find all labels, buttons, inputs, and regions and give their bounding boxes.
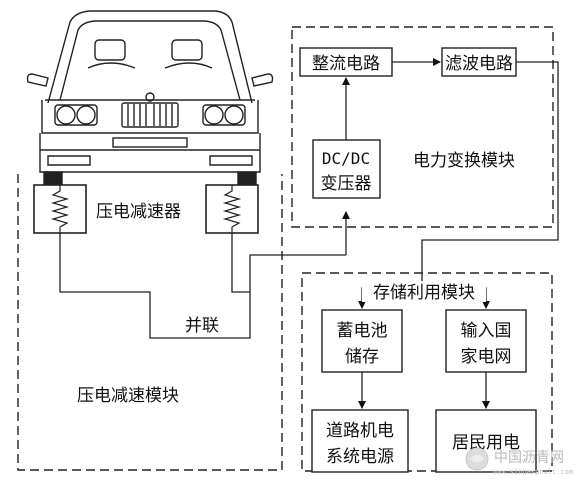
watermark: 中国沥青网 www.sinoasphalt.com xyxy=(465,447,573,476)
dcdc-label-line2: 变压器 xyxy=(321,174,372,194)
power-module-boundary xyxy=(291,26,554,228)
watermark-url: www.sinoasphalt.com xyxy=(493,468,573,476)
parallel-wire xyxy=(59,233,251,339)
piezo-module-boundary xyxy=(17,174,283,471)
piezo-damper-label: 压电减速器 xyxy=(96,202,181,222)
road-power-label-line1: 道路机电 xyxy=(326,421,394,441)
battery-label-line1: 蓄电池 xyxy=(337,321,388,341)
battery-box xyxy=(321,309,403,373)
grid-label-line2: 家电网 xyxy=(461,347,512,367)
watermark-name: 中国沥青网 xyxy=(494,450,564,466)
dcdc-label-line1: DC/DC xyxy=(322,149,370,168)
car-front-illustration xyxy=(26,10,274,185)
parallel-label: 并联 xyxy=(185,316,219,336)
dcdc-box xyxy=(312,139,381,199)
damper-to-dcdc-wire xyxy=(249,254,346,292)
module-boundaries xyxy=(17,26,554,472)
piezo-damper-left xyxy=(33,184,87,234)
filter-to-storage-wire xyxy=(421,61,559,288)
block-boxes xyxy=(299,47,537,473)
grid-box xyxy=(445,309,527,373)
road-power-box xyxy=(311,409,409,473)
storage-header-box xyxy=(362,281,486,302)
storage-module-title: 存储利用模块 xyxy=(373,283,475,303)
rectifier-label: 整流电路 xyxy=(312,54,380,74)
filter-box xyxy=(441,47,517,77)
piezo-module-title: 压电减速模块 xyxy=(77,386,179,406)
piezo-damper-right xyxy=(205,184,259,234)
filter-label: 滤波电路 xyxy=(445,54,513,74)
battery-label-line2: 储存 xyxy=(345,347,379,367)
grid-label-line1: 输入国 xyxy=(461,321,512,341)
residential-label: 居民用电 xyxy=(452,433,520,453)
wires xyxy=(59,58,559,409)
rectifier-box xyxy=(299,47,393,77)
power-module-title: 电力变换模块 xyxy=(413,151,515,171)
road-power-label-line2: 系统电源 xyxy=(326,447,394,467)
